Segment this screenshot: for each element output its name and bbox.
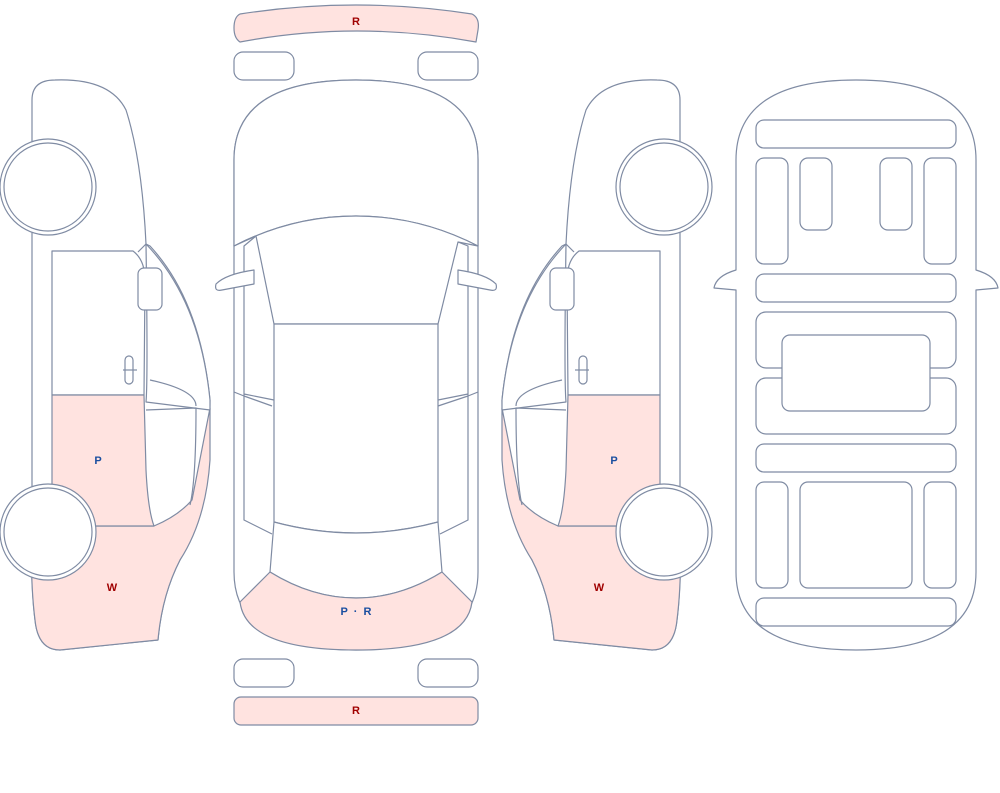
- underside-panel-rear-center[interactable]: [799, 481, 913, 589]
- rear-bumper[interactable]: [233, 696, 479, 726]
- front-bumper-view: R: [233, 4, 479, 81]
- right-a-pillar: [565, 243, 575, 253]
- left-rear-wheel[interactable]: [3, 487, 93, 577]
- rear-right-taillight[interactable]: [417, 658, 479, 688]
- left-rear-quarter-panel[interactable]: [30, 407, 211, 651]
- right-rear-door[interactable]: [557, 394, 661, 527]
- underside-panel-center[interactable]: [781, 334, 931, 412]
- right-rear-quarter-panel[interactable]: [501, 407, 682, 651]
- left-rear-quarter-label: W: [107, 582, 118, 594]
- right-rear-quarter-label: W: [594, 582, 605, 594]
- trunk-lid[interactable]: [239, 571, 473, 651]
- left-mirror-top[interactable]: [215, 269, 255, 291]
- right-rear-door-label: P: [610, 455, 617, 467]
- underside-panel-crossbar-2[interactable]: [755, 443, 957, 473]
- left-side-view: W P: [0, 79, 211, 651]
- windshield[interactable]: [233, 215, 479, 325]
- right-front-wheel[interactable]: [619, 142, 709, 232]
- front-left-headlight[interactable]: [233, 51, 295, 81]
- front-bumper[interactable]: [233, 4, 479, 43]
- right-front-door[interactable]: [566, 250, 661, 396]
- rear-left-taillight[interactable]: [233, 658, 295, 688]
- underside-panel-inner-left[interactable]: [799, 157, 833, 231]
- underside-panel-left-front[interactable]: [755, 157, 789, 265]
- underside-panel-crossbar-1[interactable]: [755, 273, 957, 303]
- underside-panel-front[interactable]: [755, 119, 957, 149]
- underside-panel-right-rear[interactable]: [923, 481, 957, 589]
- left-front-wheel[interactable]: [3, 142, 93, 232]
- right-mirror-top[interactable]: [457, 269, 497, 291]
- right-rear-wheel[interactable]: [619, 487, 709, 577]
- rear-bumper-label: R: [352, 705, 360, 717]
- right-pillar-lines: [437, 241, 479, 535]
- right-rear-glass: [515, 379, 567, 506]
- right-side-mirror[interactable]: [549, 267, 575, 311]
- left-a-pillar: [137, 243, 147, 253]
- underside-panel-right-front[interactable]: [923, 157, 957, 265]
- left-rear-door-label: P: [94, 455, 101, 467]
- left-side-mirror[interactable]: [137, 267, 163, 311]
- left-rear-door[interactable]: [51, 394, 155, 527]
- front-right-headlight[interactable]: [417, 51, 479, 81]
- left-pillar-lines: [233, 235, 275, 535]
- underside-view: [713, 79, 999, 651]
- underside-panel-left-rear[interactable]: [755, 481, 789, 589]
- rear-bumper-view: R: [233, 658, 479, 726]
- front-bumper-label: R: [352, 16, 360, 28]
- roof[interactable]: [273, 323, 439, 534]
- underside-panel-rear[interactable]: [755, 597, 957, 627]
- left-rear-glass: [145, 379, 197, 506]
- right-side-view: [501, 79, 713, 651]
- left-front-door[interactable]: [51, 250, 146, 396]
- underside-panel-inner-right[interactable]: [879, 157, 913, 231]
- trunk-lid-label: P · R: [341, 606, 372, 618]
- top-view: P · R: [215, 79, 497, 651]
